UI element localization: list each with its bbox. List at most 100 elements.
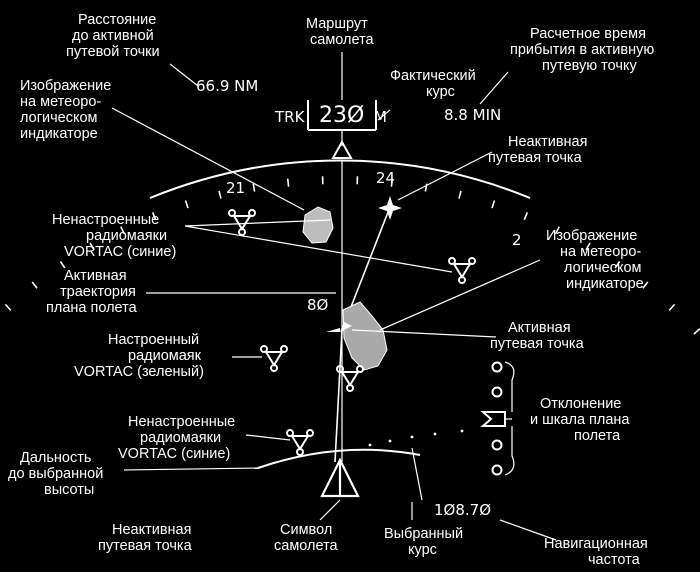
label-selected-course-line1: Выбранный <box>384 526 463 542</box>
compass-tick <box>668 303 676 311</box>
leader-lines <box>111 52 557 541</box>
label-active-path-line2: траектория <box>60 284 136 300</box>
label-eta-line2: прибытия в активную <box>510 42 654 58</box>
eta-readout: 8.8 MIN <box>444 106 501 124</box>
label-actual-course-line2: курс <box>426 84 455 100</box>
label-selected-course-line2: курс <box>408 542 437 558</box>
label-distance-line2: до активной <box>72 28 154 44</box>
compass-label-27: 2 <box>512 231 522 249</box>
label-range-alt-line1: Дальность <box>20 450 91 466</box>
compass-tick <box>218 190 222 199</box>
compass-tick <box>390 178 394 187</box>
mag-readout: M <box>374 108 387 126</box>
weather-return-right <box>342 301 388 371</box>
label-tuned-vortac-line2: радиомаяк <box>128 348 202 364</box>
compass-tick <box>31 281 38 289</box>
label-inactive-wpt-bottom-line1: Неактивная <box>112 522 191 538</box>
label-nav-freq-line1: Навигационная <box>544 536 648 552</box>
label-wx-left-line1: Изображение <box>20 78 111 94</box>
compass-tick <box>120 226 126 235</box>
inactive-waypoint-symbol <box>378 196 402 220</box>
label-inactive-wpt-top-line1: Неактивная <box>508 134 587 150</box>
label-eta-line1: Расчетное время <box>530 26 646 42</box>
label-tuned-vortac-line3: VORTAC (зеленый) <box>74 364 204 380</box>
compass-tick <box>523 212 529 221</box>
label-route-line2: самолета <box>310 32 375 48</box>
label-untuned-vortac-line1: Ненастроенные <box>52 212 159 228</box>
label-wx-right-line1: Изображение <box>546 228 637 244</box>
label-actual-course-line1: Фактический <box>390 68 476 84</box>
heading-triangle <box>331 139 353 159</box>
label-wx-left-line3: логическом <box>20 110 97 126</box>
label-distance-line1: Расстояние <box>78 12 156 28</box>
aircraft-symbol <box>320 457 360 498</box>
compass-tick <box>151 212 157 221</box>
vortac-group <box>228 209 476 456</box>
compass-tick <box>693 328 700 335</box>
label-aircraft-symbol-line1: Символ <box>280 522 332 538</box>
trk-readout: TRK <box>274 108 306 126</box>
compass-tick <box>59 261 66 269</box>
label-active-wpt-line2: путевая точка <box>490 336 585 352</box>
vortac-icon <box>448 257 476 284</box>
distance-readout: 66.9 NM <box>196 77 258 95</box>
label-nav-freq-line2: частота <box>588 552 641 568</box>
label-tuned-vortac-line1: Настроенный <box>108 332 199 348</box>
compass-tick <box>184 200 189 209</box>
dotted-trail <box>368 429 464 447</box>
label-range-alt-line3: высоты <box>44 482 94 498</box>
compass-tick <box>585 242 591 251</box>
vortac-icon <box>228 209 256 236</box>
label-untuned-vortac-b-line3: VORTAC (синие) <box>118 446 230 462</box>
label-distance-line3: путевой точки <box>66 44 160 60</box>
label-deviation-line2: и шкала плана <box>530 412 630 428</box>
label-deviation-line3: полета <box>574 428 621 444</box>
vortac-icon <box>286 429 314 456</box>
range-arc <box>257 448 421 469</box>
label-untuned-vortac-line3: VORTAC (синие) <box>64 244 176 260</box>
compass-tick <box>286 178 290 187</box>
compass-tick <box>554 226 560 235</box>
label-wx-left-line4: индикаторе <box>20 126 98 142</box>
label-inactive-wpt-bottom-line2: путевая точка <box>98 538 193 554</box>
label-untuned-vortac-b-line2: радиомаяки <box>140 430 221 446</box>
compass-tick <box>4 303 12 311</box>
selected-course-line <box>411 447 423 501</box>
compass-tick <box>252 183 256 192</box>
deviation-scale <box>480 361 515 476</box>
label-inactive-wpt-top-line2: путевая точка <box>488 150 583 166</box>
label-active-path-line1: Активная <box>64 268 127 284</box>
compass-tick <box>642 281 649 289</box>
label-eta-line3: путевую точку <box>542 58 637 74</box>
compass-tick <box>614 261 621 269</box>
compass-ticks <box>4 176 700 335</box>
label-route-line1: Маршрут <box>306 16 368 32</box>
label-wx-right-line2: на метеоро- <box>560 244 641 260</box>
label-active-path-line3: плана полета <box>46 300 138 316</box>
callout-labels: Расстояние до активной путевой точки Мар… <box>8 12 654 568</box>
weather-return-left <box>302 206 334 244</box>
label-wx-right-line4: индикаторе <box>566 276 644 292</box>
label-wx-right-line3: логическом <box>564 260 641 276</box>
compass-tick <box>491 200 496 209</box>
label-deviation-line1: Отклонение <box>540 396 621 412</box>
compass-label-21: 21 <box>226 179 245 197</box>
heading-readout: 23Ø <box>319 103 364 128</box>
range-mark-readout: 8Ø <box>307 296 329 314</box>
compass-tick <box>89 242 95 251</box>
label-wx-left-line2: на метеоро- <box>20 94 101 110</box>
compass-arc <box>149 159 531 199</box>
label-untuned-vortac-b-line1: Ненастроенные <box>128 414 235 430</box>
label-untuned-vortac-line2: радиомаяки <box>86 228 167 244</box>
nav-frequency-readout: 1Ø8.7Ø <box>434 501 491 519</box>
label-active-wpt-line1: Активная <box>508 320 571 336</box>
label-aircraft-symbol-line2: самолета <box>274 538 339 554</box>
compass-tick <box>458 190 462 199</box>
compass-label-24: 24 <box>376 169 395 187</box>
active-flight-path-lower <box>334 329 343 463</box>
label-range-alt-line2: до выбранной <box>8 466 103 482</box>
active-waypoint-symbol <box>326 322 352 332</box>
vortac-icon <box>260 345 288 372</box>
